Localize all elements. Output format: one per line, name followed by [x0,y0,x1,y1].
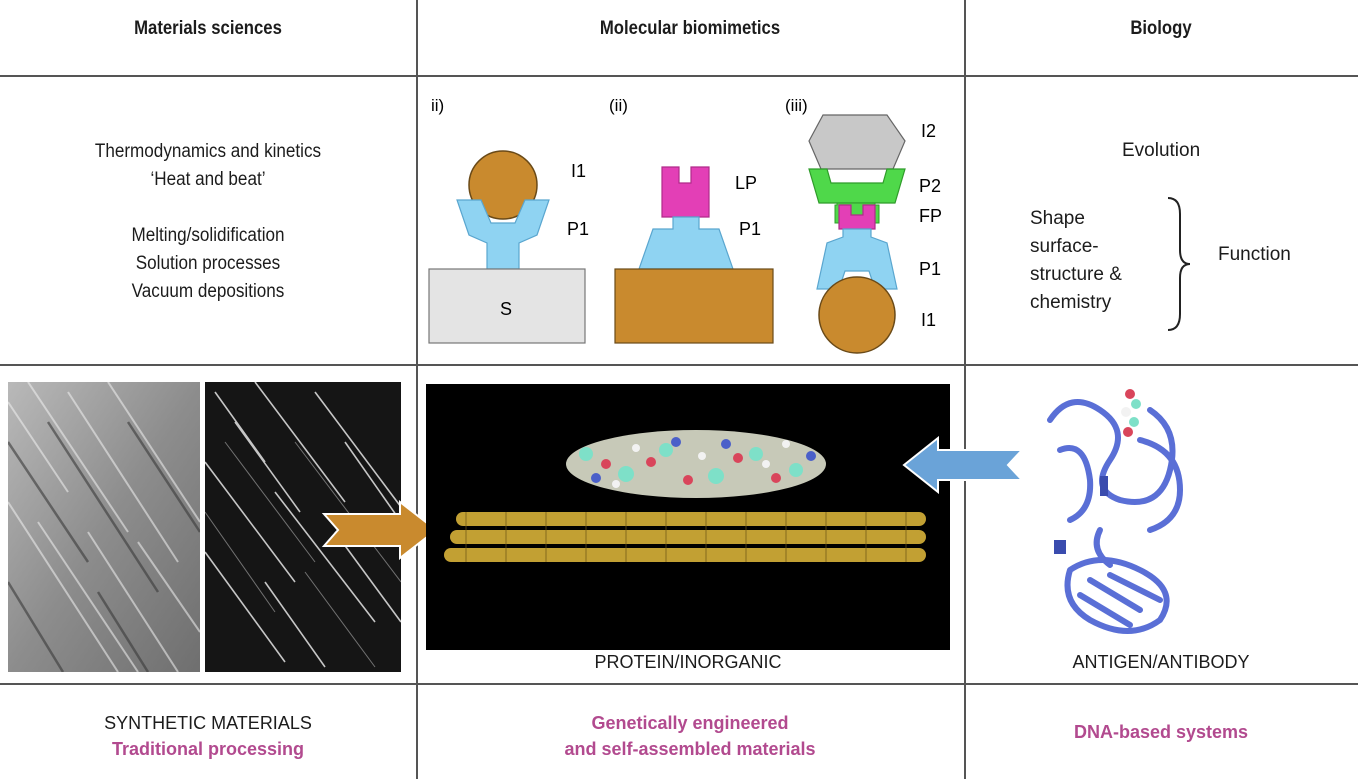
label-p2: P2 [919,176,941,196]
substrate-s [428,268,586,344]
microstructure-photo-grey [8,382,200,672]
row-divider-header [0,75,1358,77]
row-divider-middle [0,364,1358,366]
inorganic-particle-i1 [468,150,538,220]
panel-iii-label: (iii) [785,96,808,115]
materials-line-heat-beat: ‘Heat and beat’ [150,169,266,190]
footer-self-assembled: and self-assembled materials [564,739,816,759]
substrate-gold [614,268,774,344]
linker-peptide-lp [661,166,710,218]
footer-synthetic-materials: SYNTHETIC MATERIALS [104,713,312,733]
panel-ii-label: (ii) [609,96,628,115]
label-s: S [500,299,512,319]
protein-inorganic-caption: PROTEIN/INORGANIC [594,652,782,672]
header-biology: Biology [1130,18,1192,39]
column-divider-right [964,0,966,779]
label-i2: I2 [921,121,936,141]
arrow-left-icon [902,436,1025,494]
biomimetic-schematics: ii) S I1 P1 (ii) LP P1 (iii) I2 P2 FP P1… [428,96,942,354]
antigen-molecule [1121,389,1141,437]
footer-dna-based: DNA-based systems [1073,722,1249,742]
label-fp: FP [919,206,942,226]
header-materials-sciences: Materials sciences [134,18,282,39]
footer-genetic: Genetically engineered and self-assemble… [416,710,964,762]
materials-line-melting: Melting/solidification [131,225,285,246]
label-p1-left: P1 [567,219,589,239]
inorganic-particle-i1-bottom [818,276,896,354]
materials-line-vacuum: Vacuum depositions [131,281,285,302]
peptide-p1-ii [638,216,734,270]
arrow-right-icon [321,500,438,560]
row-divider-footer [0,683,1358,685]
biology-shape-line1: Shape [1030,208,1085,229]
antibody-structure-image [1047,389,1184,634]
antigen-antibody-caption: ANTIGEN/ANTIBODY [1072,652,1250,672]
peptide-p1-iii [816,228,898,290]
column-divider-left [416,0,418,779]
label-p1-middle: P1 [739,219,761,239]
protein-inorganic-image [426,384,950,650]
materials-line-thermodynamics: Thermodynamics and kinetics [94,141,322,162]
materials-line-solution: Solution processes [135,253,281,274]
biology-shape-line2: surface- [1030,236,1099,257]
brace-icon [1167,197,1191,331]
biology-shape-block: Shape surface- structure & chemistry [1030,205,1122,317]
biology-shape-line3: structure & [1030,264,1122,285]
panel-i-label: ii) [431,96,444,115]
label-p1-right: P1 [919,259,941,279]
peptide-p1-i [456,199,550,270]
footer-synthetic: SYNTHETIC MATERIALS Traditional processi… [0,710,416,762]
inorganic-particle-i2 [808,114,906,170]
header-molecular-biomimetics: Molecular biomimetics [599,18,781,39]
label-lp: LP [735,173,757,193]
protein-molecule [566,430,826,498]
materials-text-block: Thermodynamics and kinetics ‘Heat and be… [21,138,395,306]
biology-shape-line4: chemistry [1030,292,1112,313]
biology-function: Function [1218,244,1291,265]
peptide-p2 [808,168,906,204]
biology-evolution: Evolution [1122,140,1201,161]
footer-genetically-engineered: Genetically engineered [591,713,789,733]
label-i1-left: I1 [571,161,586,181]
gold-lattice [444,512,926,562]
label-i1-right: I1 [921,310,936,330]
footer-traditional-processing: Traditional processing [111,739,305,759]
